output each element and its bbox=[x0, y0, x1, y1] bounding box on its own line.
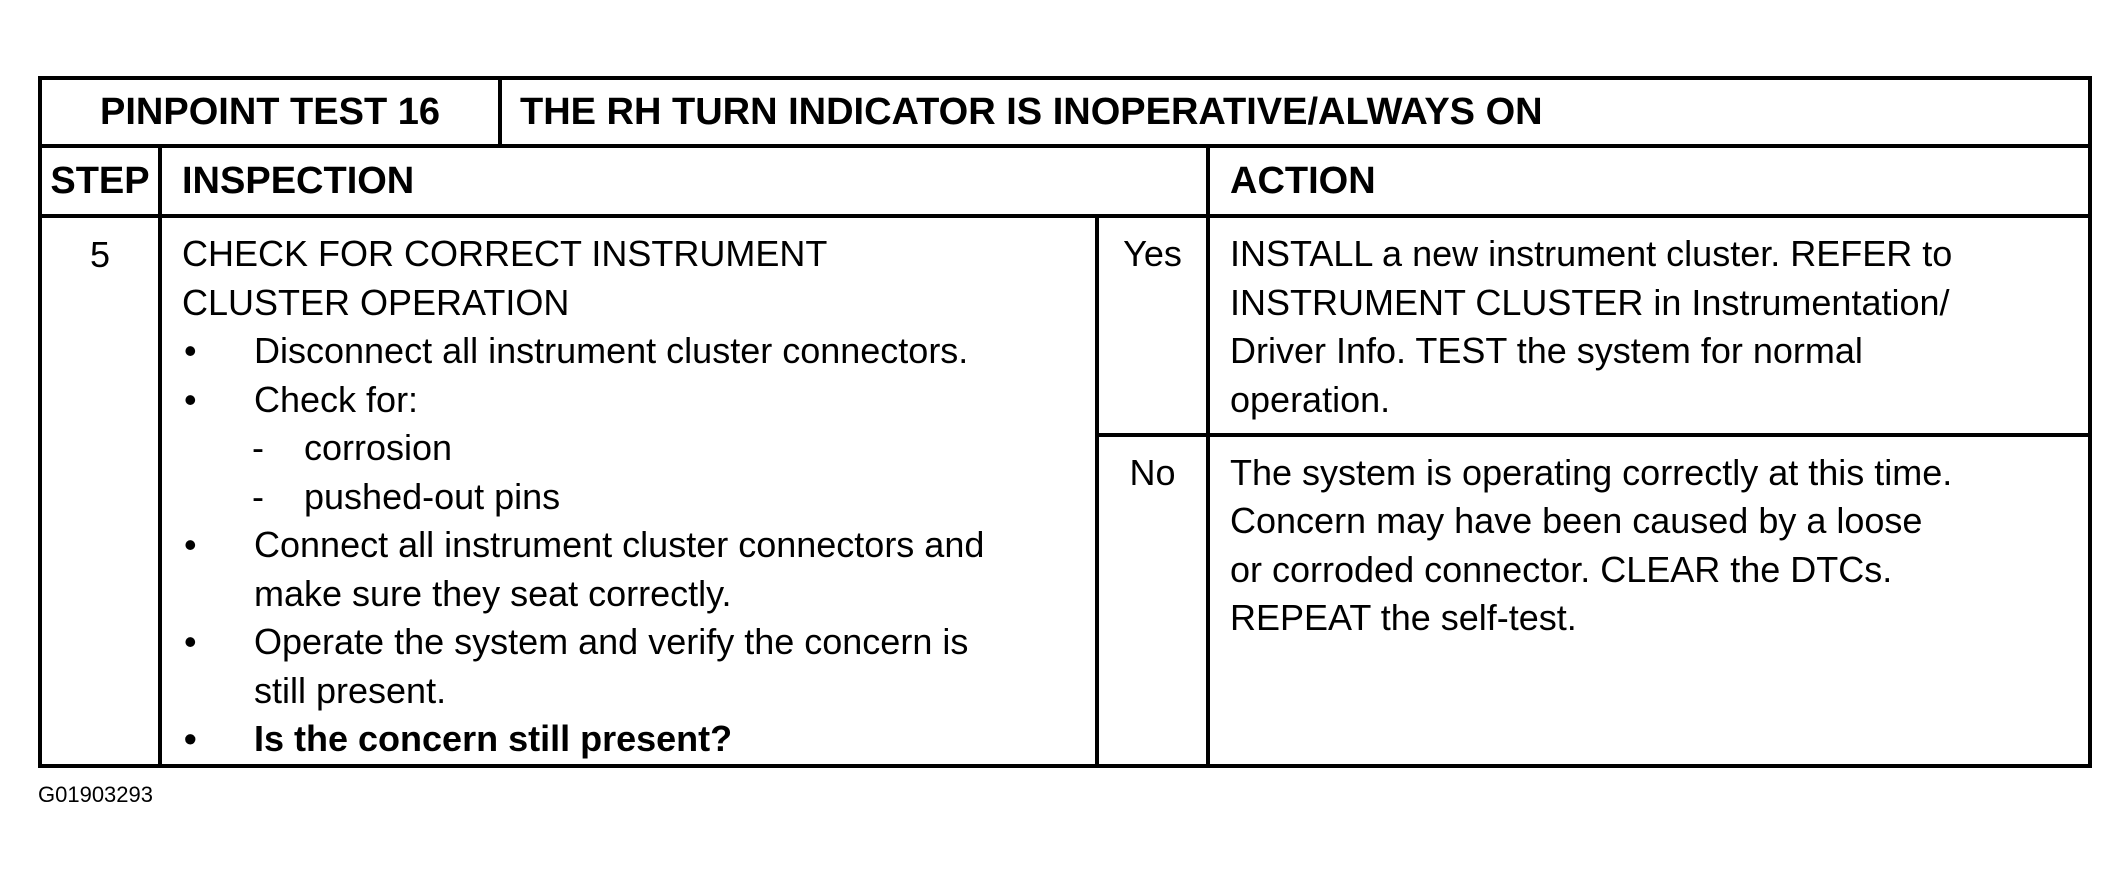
inspection-sub-item: - pushed-out pins bbox=[182, 473, 1087, 522]
figure-id: G01903293 bbox=[38, 782, 153, 807]
inspection-title-line1: CHECK FOR CORRECT INSTRUMENT bbox=[182, 233, 828, 274]
yes-action-line: operation. bbox=[1230, 378, 1391, 420]
step-column-header: STEP bbox=[38, 144, 162, 218]
bullet-glyph: • bbox=[184, 524, 197, 565]
yes-label: Yes bbox=[1123, 233, 1182, 274]
inspection-sub-item: - corrosion bbox=[182, 424, 1087, 473]
step-row-no: No The system is operating correctly at … bbox=[40, 432, 2093, 768]
bullet-glyph: • bbox=[184, 330, 197, 371]
action-column-header: ACTION bbox=[1205, 144, 2093, 218]
title-row: PINPOINT TEST 16 THE RH TURN INDICATOR I… bbox=[38, 76, 2093, 148]
dash-glyph: - bbox=[252, 475, 264, 517]
inspection-bullet: • Disconnect all instrument cluster conn… bbox=[182, 327, 1087, 376]
inspection-question: • Is the concern still present? bbox=[182, 715, 1087, 764]
inspection-bullet-continuation: still present. bbox=[254, 669, 447, 711]
yes-action-line: INSTRUMENT CLUSTER in Instrumentation/ bbox=[1230, 281, 1950, 323]
inspection-bullet: • Check for: bbox=[182, 376, 1087, 425]
test-title-cell: THE RH TURN INDICATOR IS INOPERATIVE/ALW… bbox=[497, 76, 2093, 148]
inspection-cell: CHECK FOR CORRECT INSTRUMENT CLUSTER OPE… bbox=[158, 214, 1099, 768]
inspection-bullet-continuation: make sure they seat correctly. bbox=[254, 572, 732, 614]
no-action-cell: The system is operating correctly at thi… bbox=[1205, 432, 2093, 768]
test-label: PINPOINT TEST 16 bbox=[100, 90, 440, 133]
yes-action-line: INSTALL a new instrument cluster. REFER … bbox=[1230, 233, 1953, 274]
no-action-line: REPEAT the self-test. bbox=[1230, 597, 1577, 639]
no-action-line: or corroded connector. CLEAR the DTCs. bbox=[1230, 548, 1893, 590]
no-action-line: Concern may have been caused by a loose bbox=[1230, 500, 1923, 542]
step-number: 5 bbox=[89, 234, 111, 275]
yes-action-cell: INSTALL a new instrument cluster. REFER … bbox=[1205, 214, 2093, 437]
dash-glyph: - bbox=[252, 427, 264, 468]
yes-action-line: Driver Info. TEST the system for normal bbox=[1230, 330, 1863, 371]
inspection-bullet: • Operate the system and verify the conc… bbox=[182, 618, 1087, 667]
bullet-glyph: • bbox=[184, 378, 197, 420]
test-title: THE RH TURN INDICATOR IS INOPERATIVE/ALW… bbox=[520, 90, 1543, 133]
no-action-line: The system is operating correctly at thi… bbox=[1230, 451, 1953, 493]
bullet-glyph: • bbox=[184, 621, 197, 662]
inspection-column-header: INSPECTION bbox=[158, 144, 1210, 218]
no-label: No bbox=[1129, 451, 1176, 493]
column-header-row: STEP INSPECTION ACTION bbox=[38, 144, 2093, 218]
inspection-bullet: • Connect all instrument cluster connect… bbox=[182, 521, 1087, 570]
step-number-cell: 5 bbox=[38, 214, 162, 768]
bullet-glyph: • bbox=[184, 718, 197, 759]
pinpoint-test-document: PINPOINT TEST 16 THE RH TURN INDICATOR I… bbox=[38, 76, 2093, 768]
inspection-title-line2: CLUSTER OPERATION bbox=[182, 281, 570, 323]
yes-answer-cell: Yes bbox=[1095, 214, 1210, 437]
step-row-yes: 5 CHECK FOR CORRECT INSTRUMENT CLUSTER O… bbox=[38, 214, 2093, 768]
test-number-cell: PINPOINT TEST 16 bbox=[38, 76, 502, 148]
no-answer-cell: No bbox=[1095, 432, 1210, 768]
pinpoint-test-table: PINPOINT TEST 16 THE RH TURN INDICATOR I… bbox=[38, 76, 2093, 768]
